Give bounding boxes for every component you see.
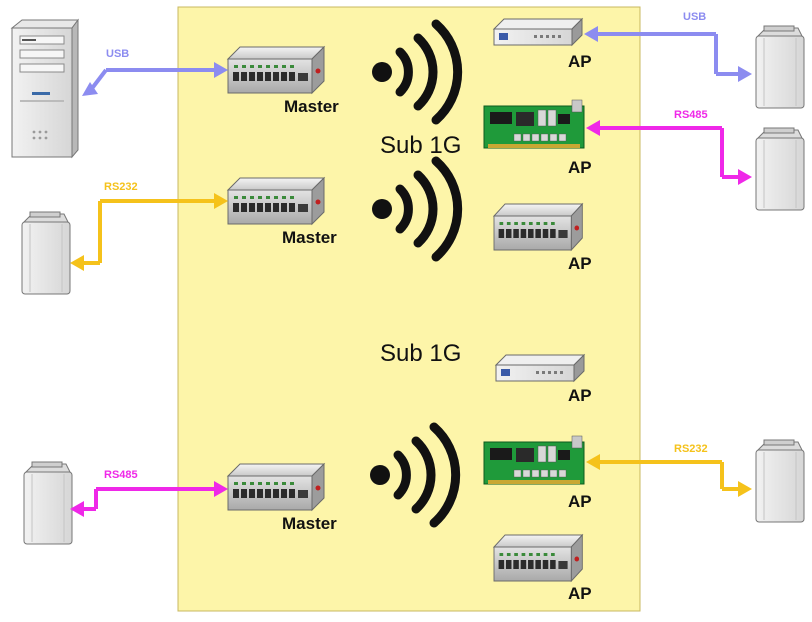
ap-pcb-card-icon	[483, 99, 585, 149]
printer-icon	[21, 211, 71, 295]
ap-switch-icon	[495, 354, 585, 382]
rs232-link-right	[586, 454, 752, 497]
rs485-link-left	[70, 481, 228, 517]
central-panel	[177, 6, 641, 612]
printer-icon	[755, 25, 805, 109]
usb-label: USB	[683, 11, 707, 23]
ap-label: AP	[568, 386, 592, 405]
master-label: Master	[284, 97, 339, 116]
ap-switch-icon	[493, 18, 583, 46]
printer-icon	[755, 439, 805, 523]
rs232-label: RS232	[104, 181, 138, 193]
rs232-link-left	[70, 193, 228, 271]
printer-icon	[23, 461, 73, 545]
ap-label: AP	[568, 254, 592, 273]
rs485-label: RS485	[104, 469, 138, 481]
printer-icon	[755, 127, 805, 211]
ap-label: AP	[568, 492, 592, 511]
ap-pcb-card-icon	[483, 435, 585, 485]
wireless-signal-icon	[370, 422, 461, 528]
usb-label: USB	[106, 48, 130, 60]
ap-label: AP	[568, 158, 592, 177]
wireless-signal-icon	[372, 19, 463, 125]
master-hub-icon	[227, 177, 325, 225]
ap-label: AP	[568, 584, 592, 603]
master-hub-icon	[227, 46, 325, 94]
ap-label: AP	[568, 52, 592, 71]
sub-1g-label: Sub 1G	[380, 132, 462, 159]
master-label: Master	[282, 514, 337, 533]
usb-link-left	[82, 62, 228, 96]
wireless-signal-icon	[372, 156, 463, 262]
master-hub-icon	[227, 463, 325, 511]
ap-hub-icon	[493, 534, 583, 582]
usb-link-right	[584, 26, 752, 82]
rs485-link-right	[586, 120, 752, 185]
rs232-label: RS232	[674, 443, 708, 455]
rs485-label: RS485	[674, 109, 708, 121]
computer-tower-icon	[10, 18, 79, 159]
sub-1g-label: Sub 1G	[380, 340, 462, 367]
ap-hub-icon	[493, 203, 583, 251]
master-label: Master	[282, 228, 337, 247]
